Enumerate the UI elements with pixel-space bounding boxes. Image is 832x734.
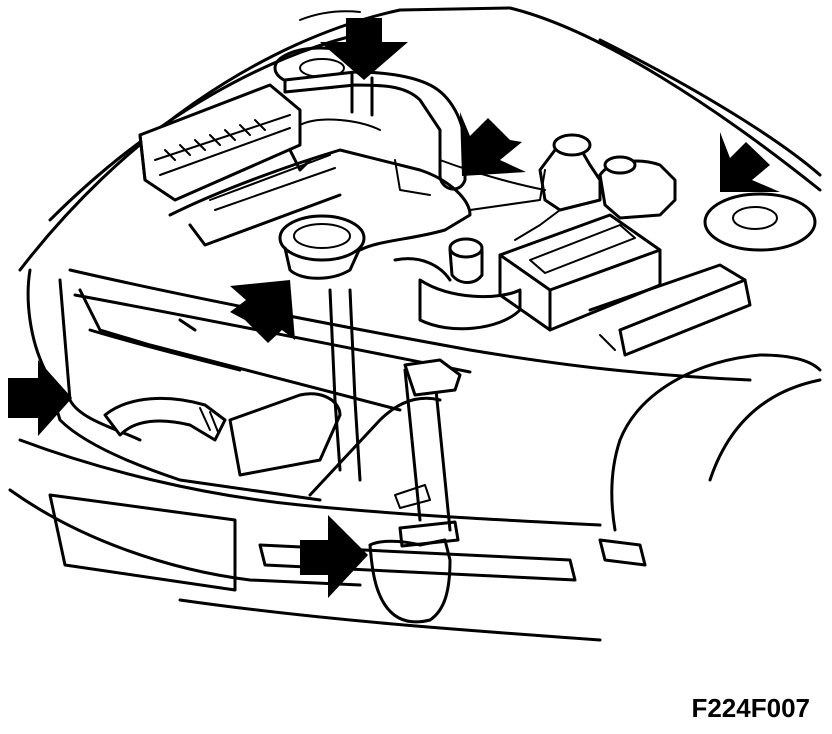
small-reservoir — [418, 237, 522, 331]
bottom-hose — [368, 484, 460, 624]
arrow-downleft-upper-right — [720, 132, 780, 192]
battery — [498, 213, 662, 332]
arrow-right-left — [8, 360, 72, 436]
front-grille — [8, 268, 602, 592]
coolant-tank — [538, 133, 602, 212]
arrow-downleft-upper-middle — [460, 112, 526, 176]
washer-reservoir — [598, 155, 677, 220]
wiring-harness — [393, 159, 561, 282]
arrow-right-bottom — [300, 515, 368, 598]
engine-cover — [168, 148, 472, 252]
oil-filler-cap — [278, 214, 366, 280]
arrow-upright-center — [230, 280, 295, 343]
right-fender-bracket — [588, 263, 752, 357]
right-strut-tower — [703, 192, 817, 252]
arrow-down-top — [320, 18, 408, 80]
vertical-hoses — [328, 288, 462, 532]
intake-hose — [283, 70, 467, 191]
lower-radiator-hose — [103, 397, 227, 442]
air-filter-box — [138, 83, 302, 202]
figure-code-label: F224F007 — [691, 693, 810, 723]
right-fender — [178, 353, 822, 642]
hood-outline — [18, 6, 822, 272]
